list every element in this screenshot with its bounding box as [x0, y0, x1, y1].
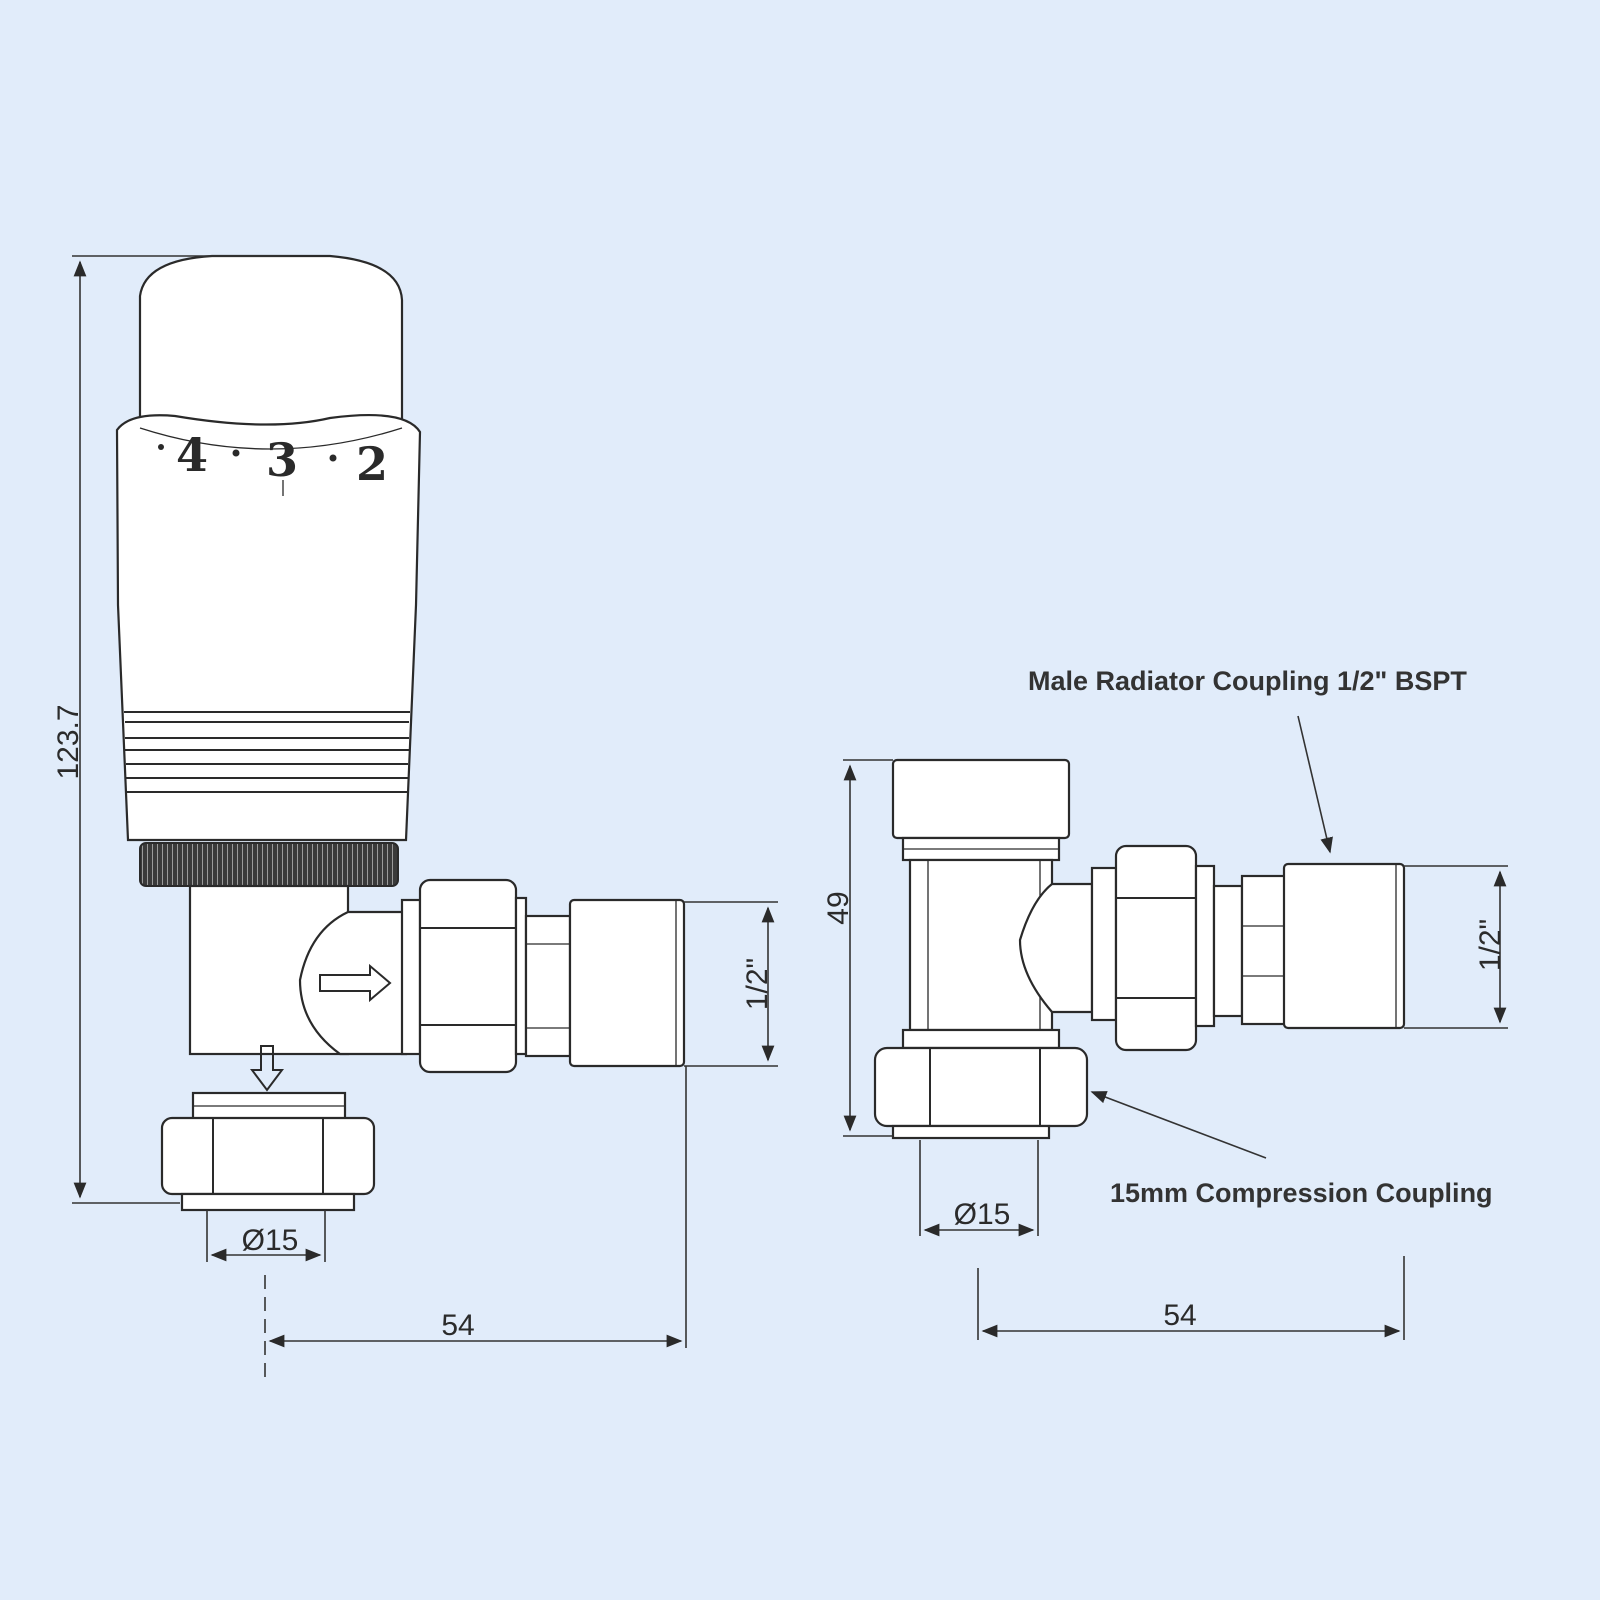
side-height-dimension: 49 — [822, 759, 893, 1137]
flow-arrow-down-icon — [250, 1045, 284, 1092]
side-washer-2 — [514, 896, 528, 1056]
radiator-coupling — [568, 898, 686, 1068]
head-cap — [138, 254, 404, 434]
side-view-spacer — [1212, 884, 1244, 1018]
side-width-dimension: 54 — [977, 1256, 1405, 1340]
side-view-tail — [1240, 874, 1292, 1026]
radiator-coupling-callout: Male Radiator Coupling 1/2" BSPT — [1028, 666, 1467, 854]
side-width-label: 54 — [1163, 1299, 1196, 1332]
front-view: 4 3 2 — [52, 254, 778, 1378]
head-body — [115, 413, 422, 842]
width-dimension: 54 — [264, 1066, 687, 1378]
pipe-diameter-label: Ø15 — [242, 1224, 299, 1257]
dial-arc — [139, 427, 403, 450]
side-height-label: 49 — [822, 891, 855, 924]
side-diameter-dimension: Ø15 — [919, 1140, 1039, 1237]
bottom-nut-ring — [180, 1192, 356, 1212]
side-view-hex-nut — [1114, 844, 1198, 1052]
dial-dot — [232, 449, 240, 457]
side-thread-label: 1/2" — [1474, 919, 1507, 971]
compression-coupling-label: 15mm Compression Coupling — [1110, 1178, 1493, 1208]
knurled-ring — [139, 842, 399, 887]
side-diameter-label: Ø15 — [954, 1198, 1011, 1231]
side-compression-nut — [873, 1046, 1089, 1128]
lockshield-elbow — [1018, 882, 1094, 1014]
height-dimension: 123.7 — [52, 255, 290, 1204]
body-elbow — [298, 910, 408, 1056]
width-dimension-label: 54 — [441, 1309, 474, 1342]
flow-arrow-right-icon — [319, 963, 392, 1003]
compression-coupling-callout: 15mm Compression Coupling — [1090, 1091, 1493, 1208]
lockshield-cap — [891, 758, 1071, 840]
pipe-diameter-dimension: Ø15 — [206, 1210, 326, 1262]
dial-number-3: 3 — [266, 433, 298, 487]
dial-number-4: 4 — [176, 428, 208, 482]
tail-piece — [524, 914, 572, 1058]
side-hex-nut — [418, 878, 518, 1074]
height-dimension-label: 123.7 — [52, 704, 85, 779]
side-view-washer — [1090, 866, 1118, 1022]
thread-dimension: 1/2" — [684, 901, 778, 1067]
side-washer — [400, 898, 422, 1056]
radiator-coupling-label: Male Radiator Coupling 1/2" BSPT — [1028, 666, 1467, 696]
side-thread-dimension: 1/2" — [1404, 865, 1508, 1029]
side-view-washer-2 — [1194, 864, 1216, 1028]
dial-dot — [329, 454, 337, 462]
side-view-radiator-coupling — [1282, 862, 1406, 1030]
bottom-compression-nut — [160, 1116, 376, 1196]
thread-dimension-label: 1/2" — [741, 958, 774, 1010]
lockshield-collar — [901, 1028, 1061, 1050]
dial-dot — [158, 444, 164, 450]
side-nut-ring — [891, 1124, 1051, 1140]
grip-ribs — [124, 711, 410, 793]
dial-number-2: 2 — [356, 437, 388, 491]
side-view: 49 1/2" Ø15 54 Male Radiator Coupling 1/… — [822, 666, 1508, 1340]
